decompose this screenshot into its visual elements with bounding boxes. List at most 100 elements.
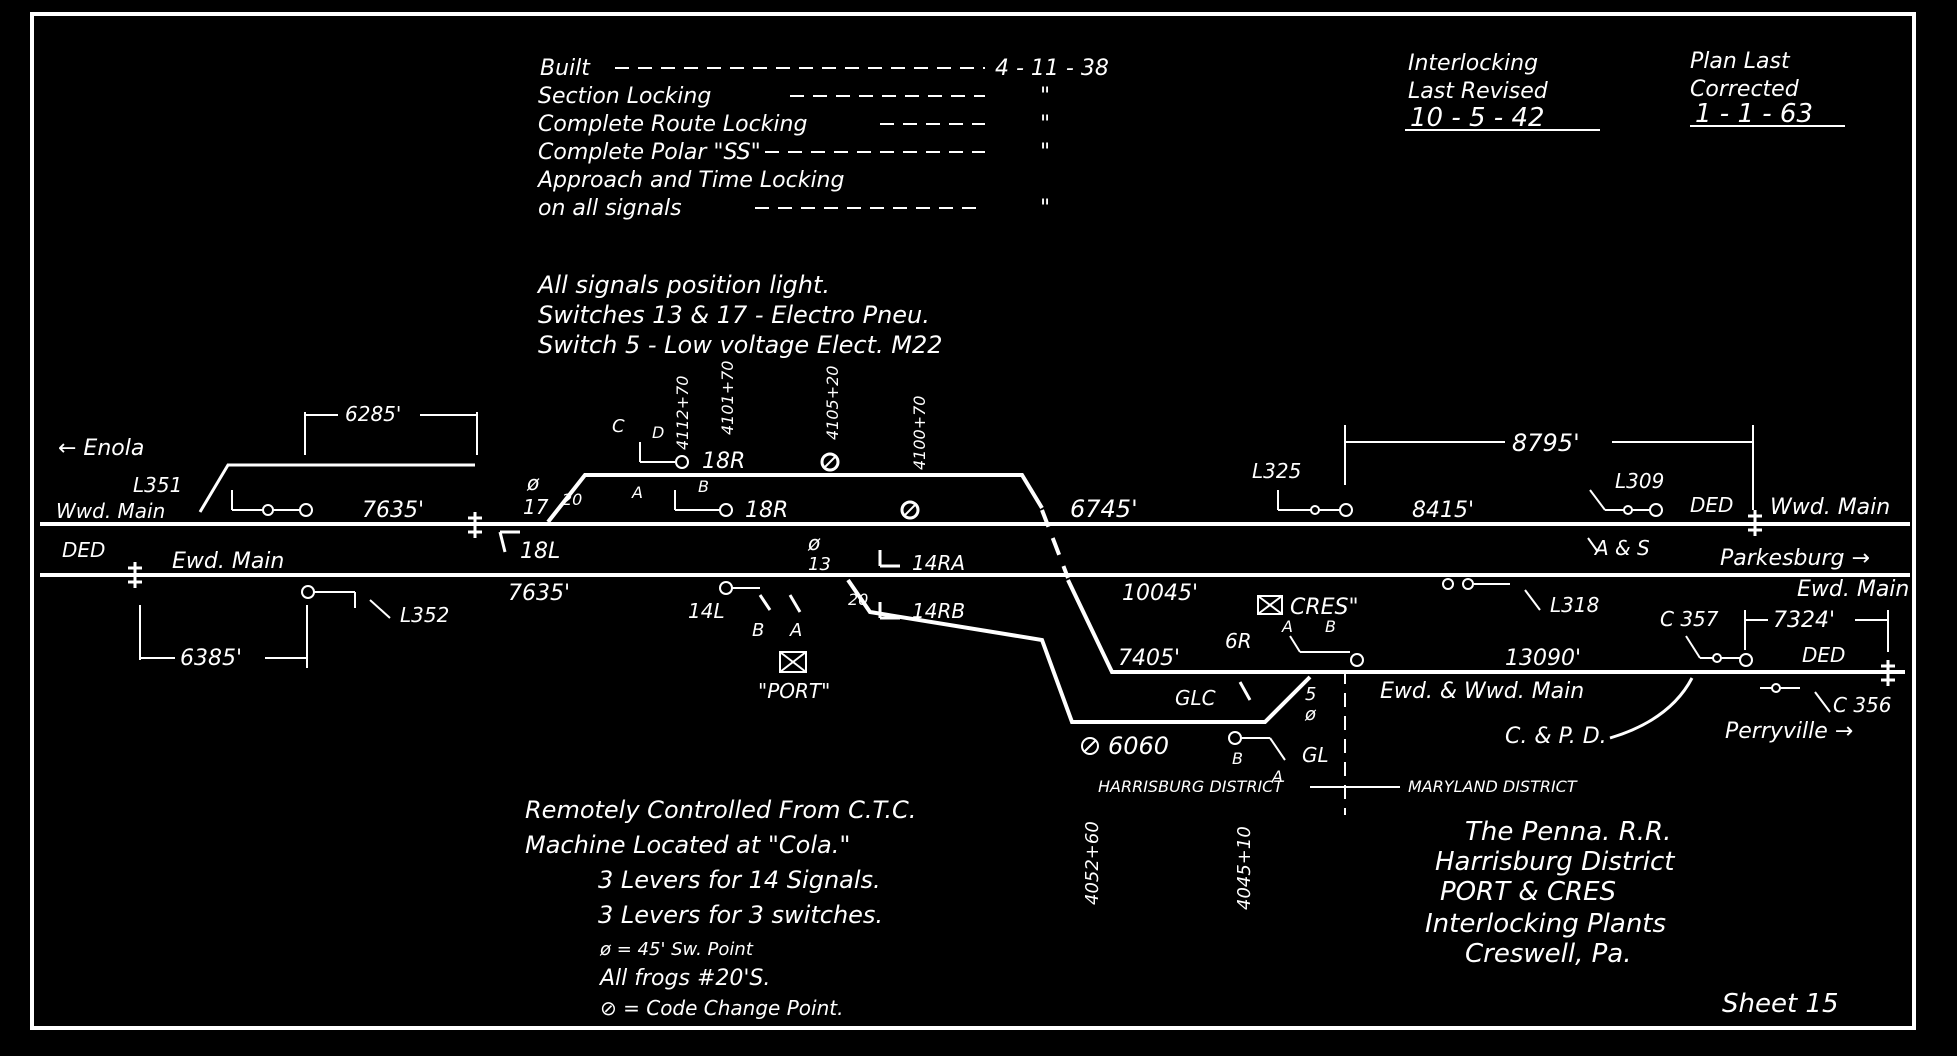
enola-lead-track [198,463,475,513]
note-switch5: Switch 5 - Low voltage Elect. M22 [538,331,942,359]
svg-text:18R: 18R [702,449,745,474]
switch-17: 17 [523,495,549,519]
signal-l351: L351 [133,473,313,517]
mp-4052: 4052+60 [1082,821,1103,905]
svg-text:C 356: C 356 [1833,693,1892,717]
plan-corrected-line1: Plan Last [1690,49,1791,74]
track-lines [40,463,1910,724]
signal-glc: GLC [1175,681,1252,710]
signal-l318: L318 [1442,578,1599,617]
signal-14ra: 14RA [878,550,965,575]
note-switches: Switches 13 & 17 - Electro Pneu. [538,301,930,329]
note-signals: All signals position light. [536,271,830,299]
ewd-wwd-main-track [1066,579,1905,674]
svg-text:L318: L318 [1550,593,1599,617]
control-notes: Remotely Controlled From C.T.C. Machine … [525,796,916,1020]
ditto-mark: " [1040,84,1050,109]
signal-l325: L325 [1252,459,1353,517]
svg-text:CRES": CRES" [1290,595,1359,620]
dist-6285: 6285' [345,402,401,426]
svg-text:6R: 6R [1225,629,1252,653]
signal-acs: A & S [1587,536,1650,560]
signal-6r: 6R [1225,629,1364,667]
svg-text:14RB: 14RB [912,599,965,623]
switch-13: 13 [808,554,831,575]
plan-corrected-line2: Corrected [1690,77,1800,102]
note-levers-signals: 3 Levers for 14 Signals. [598,866,881,894]
code-change-markers [820,452,920,520]
switch-point-symbol: ø [1304,704,1317,725]
ditto-mark: " [1040,196,1050,221]
dist-6385: 6385' [180,646,242,671]
signal-18l: 18L [498,530,560,564]
title-block: The Penna. R.R. Harrisburg District PORT… [1425,817,1839,1019]
svg-text:18L: 18L [520,539,560,564]
svg-text:18R: 18R [745,498,788,523]
district-boundary: HARRISBURG DISTRICT MARYLAND DISTRICT [1098,670,1578,815]
on-all-signals-label: on all signals [538,196,682,221]
signal-14rb: 14RB [878,599,965,623]
dist-7324: 7324' [1773,608,1835,633]
enola-label: ← Enola [58,436,144,461]
svg-text:C: C [612,416,625,437]
mp-4112: 4112+70 [673,376,692,450]
svg-text:14L: 14L [688,599,725,623]
svg-text:B: B [752,620,764,641]
complete-route-label: Complete Route Locking [538,112,807,137]
dist-7405: 7405' [1118,646,1180,671]
signal-gl: GL B A [1228,731,1329,786]
note-switch-point: ø = 45' Sw. Point [599,939,754,960]
signal-l352: L352 [301,585,449,627]
interlocking-revised-line2: Last Revised [1408,79,1549,104]
signal-18r-upper: C D 18R [612,416,745,474]
mp-4101: 4101+70 [718,361,737,435]
svg-text:L352: L352 [400,603,449,627]
svg-text:GL: GL [1302,743,1329,767]
track-labels: ← Enola Wwd. Main DED Ewd. Main DED Wwd.… [56,436,1909,749]
svg-text:GLC: GLC [1175,686,1216,710]
svg-text:A & S: A & S [1593,536,1650,560]
approach-label: Approach and Time Locking [536,168,844,193]
ewd-wwd-main-label: Ewd. & Wwd. Main [1380,679,1584,704]
ditto-mark: " [1040,140,1050,165]
complete-polar-label: Complete Polar "SS" [538,140,761,165]
ewd-main-right-label: Ewd. Main [1797,577,1909,602]
plan-corrected-date: 1 - 1 - 63 [1695,99,1813,129]
dist-6745: 6745' [1070,495,1138,523]
signal-notes: All signals position light. Switches 13 … [536,271,942,359]
lower-diverging-track [846,578,1312,724]
parkesburg-label: Parkesburg → [1720,546,1870,571]
switch-5: 5 [1305,684,1316,705]
svg-text:14RA: 14RA [912,551,965,575]
frog-20: 20 [562,490,582,509]
distance-dimensions: 6285' 7635' 7635' 6385' 6745' 8795' 8415… [139,402,1889,760]
header-block: Built 4 - 11 - 38 Section Locking " Comp… [536,56,1109,221]
code-change-point [1081,737,1099,755]
switch-labels: ø 17 20 ø 13 20 5 ø [523,471,1317,725]
svg-text:A: A [631,483,643,502]
dist-6060: 6060 [1108,732,1169,760]
svg-text:B: B [698,477,709,496]
dist-8415: 8415' [1412,498,1474,523]
mp-4045: 4045+10 [1234,826,1255,910]
switch-point-symbol: ø [807,531,821,555]
signal-c357: C 357 [1660,607,1753,667]
dist-7635-bot: 7635' [508,581,570,606]
ditto-mark: " [1040,112,1050,137]
interlocking-revised-line1: Interlocking [1408,51,1538,76]
cres-tower: CRES" A B [1257,595,1359,636]
upper-crossover-track [546,473,1044,524]
mp-4105: 4105+20 [823,366,842,440]
ded-right2-label: DED [1802,643,1845,667]
svg-text:A: A [1271,767,1283,786]
wwd-main-left-label: Wwd. Main [56,499,165,523]
note-frogs: All frogs #20'S. [598,966,770,991]
title-location: Creswell, Pa. [1465,939,1632,969]
signal-l309: L309 [1589,469,1664,517]
svg-text:D: D [652,423,664,442]
svg-text:"PORT": "PORT" [758,679,830,703]
svg-text:A: A [789,620,802,641]
section-locking-label: Section Locking [538,84,711,109]
svg-text:L351: L351 [133,473,182,497]
